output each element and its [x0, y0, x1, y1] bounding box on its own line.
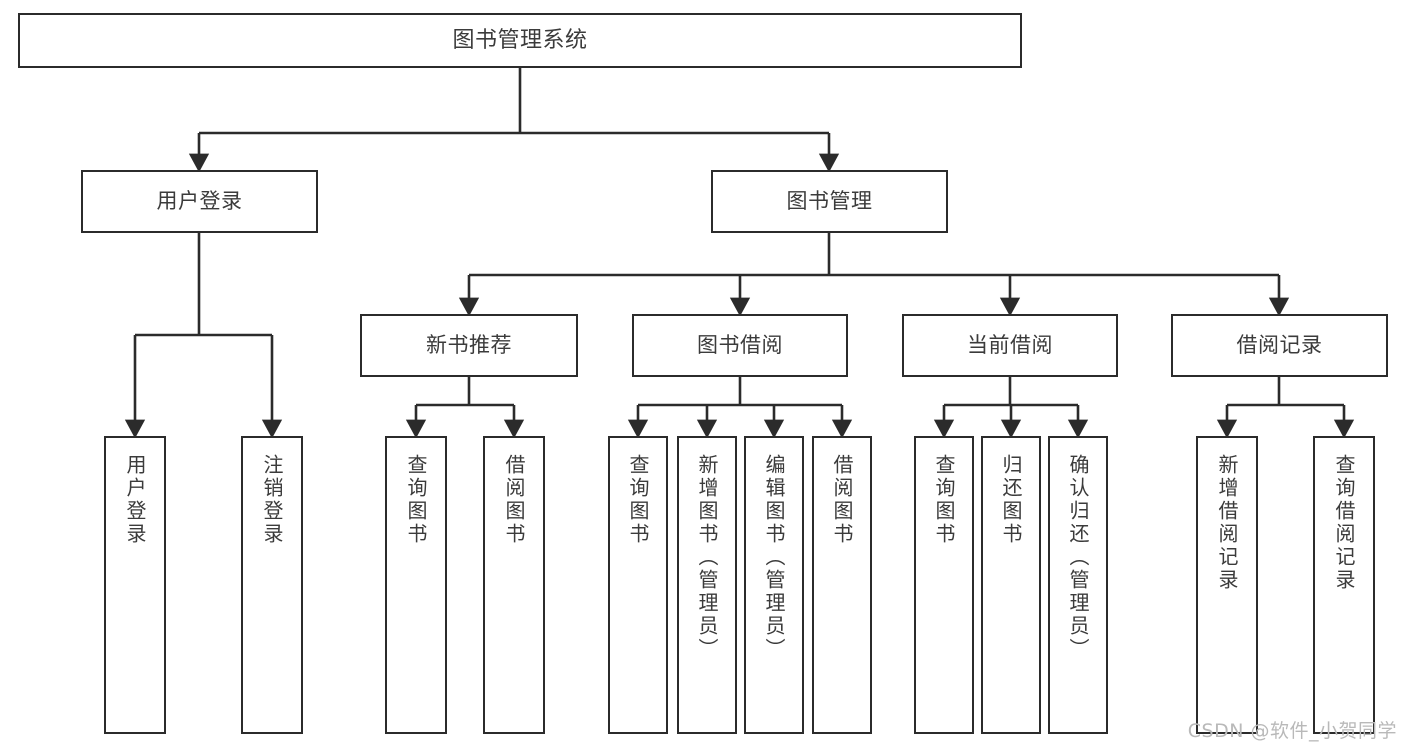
node-leaf-logout-label: 注销登录	[260, 454, 284, 546]
node-leaf-add-borrow-record[interactable]: 新增借阅记录	[1196, 436, 1258, 734]
node-leaf-add-borrow-record-label: 新增借阅记录	[1215, 454, 1239, 592]
node-leaf-confirm-return-admin-label: 确认归还（管理员）	[1066, 454, 1090, 661]
node-leaf-add-book-admin[interactable]: 新增图书（管理员）	[677, 436, 737, 734]
node-book-manage-label: 图书管理	[786, 189, 873, 214]
node-book-borrow-label: 图书借阅	[697, 333, 783, 358]
node-leaf-user-login-label: 用户登录	[123, 454, 147, 546]
node-leaf-borrow-book-2[interactable]: 借阅图书	[812, 436, 872, 734]
node-root[interactable]: 图书管理系统	[18, 13, 1022, 68]
node-leaf-return-book-label: 归还图书	[999, 454, 1023, 546]
node-current-borrow[interactable]: 当前借阅	[902, 314, 1118, 377]
node-leaf-borrow-book-2-label: 借阅图书	[830, 454, 854, 546]
node-leaf-add-book-admin-label: 新增图书（管理员）	[695, 454, 719, 661]
node-leaf-query-borrow-record-label: 查询借阅记录	[1332, 454, 1356, 592]
node-leaf-return-book[interactable]: 归还图书	[981, 436, 1041, 734]
node-new-book-recommend-label: 新书推荐	[426, 333, 512, 358]
node-leaf-user-login[interactable]: 用户登录	[104, 436, 166, 734]
node-leaf-query-book-2-label: 查询图书	[626, 454, 650, 546]
node-root-label: 图书管理系统	[452, 27, 588, 53]
node-leaf-borrow-book-1-label: 借阅图书	[502, 454, 526, 546]
node-leaf-query-book-3[interactable]: 查询图书	[914, 436, 974, 734]
node-leaf-confirm-return-admin[interactable]: 确认归还（管理员）	[1048, 436, 1108, 734]
node-leaf-query-book-1-label: 查询图书	[404, 454, 428, 546]
node-leaf-edit-book-admin[interactable]: 编辑图书（管理员）	[744, 436, 804, 734]
node-leaf-borrow-book-1[interactable]: 借阅图书	[483, 436, 545, 734]
node-current-borrow-label: 当前借阅	[967, 333, 1053, 358]
node-borrow-record[interactable]: 借阅记录	[1171, 314, 1388, 377]
node-leaf-logout[interactable]: 注销登录	[241, 436, 303, 734]
node-user-login[interactable]: 用户登录	[81, 170, 318, 233]
node-book-manage[interactable]: 图书管理	[711, 170, 948, 233]
node-leaf-query-borrow-record[interactable]: 查询借阅记录	[1313, 436, 1375, 734]
node-new-book-recommend[interactable]: 新书推荐	[360, 314, 578, 377]
node-leaf-query-book-1[interactable]: 查询图书	[385, 436, 447, 734]
node-book-borrow[interactable]: 图书借阅	[632, 314, 848, 377]
node-leaf-query-book-2[interactable]: 查询图书	[608, 436, 668, 734]
node-leaf-query-book-3-label: 查询图书	[932, 454, 956, 546]
node-user-login-label: 用户登录	[156, 189, 243, 214]
node-leaf-edit-book-admin-label: 编辑图书（管理员）	[762, 454, 786, 661]
node-borrow-record-label: 借阅记录	[1236, 333, 1323, 358]
